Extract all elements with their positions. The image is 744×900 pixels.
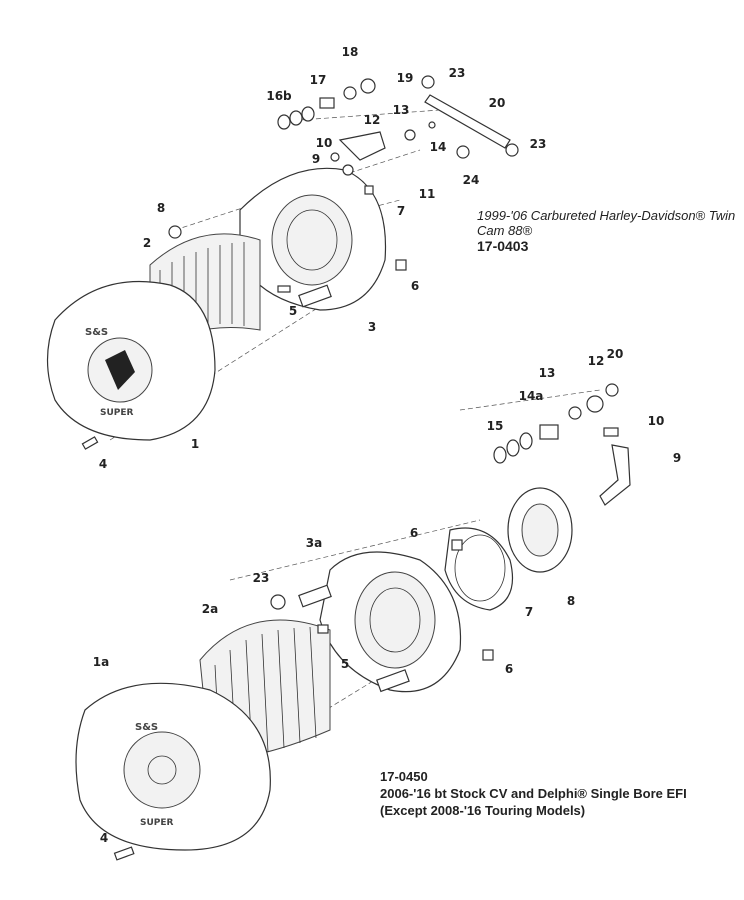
callout: 4 xyxy=(100,831,108,845)
callout: 23 xyxy=(253,571,270,585)
callout: 14 xyxy=(430,140,447,154)
fitting-6 xyxy=(395,259,407,271)
callout: 2a xyxy=(202,602,218,616)
callout: 9 xyxy=(673,451,681,465)
diagram1-callouts: 18 17 19 23 16b 20 13 12 14 23 10 9 11 2… xyxy=(99,45,547,471)
callout: 10 xyxy=(316,136,333,150)
callout: 23 xyxy=(449,66,466,80)
callout: 23 xyxy=(530,137,547,151)
callout: 4 xyxy=(99,457,107,471)
cover-logo-bottom: SUPER xyxy=(100,408,134,418)
screw-4b xyxy=(113,846,135,861)
callout: 14a xyxy=(519,389,544,403)
callout: 3 xyxy=(368,320,376,334)
callout: 24 xyxy=(463,173,480,187)
breather-hose-9 xyxy=(599,444,631,506)
cover-logo-top-1a: S&S xyxy=(135,722,158,733)
callout: 13 xyxy=(393,103,410,117)
callout: 6 xyxy=(505,662,513,676)
callout: 8 xyxy=(567,594,575,608)
callout: 15 xyxy=(487,419,504,433)
callout: 12 xyxy=(364,113,381,127)
callout: 17 xyxy=(310,73,327,87)
diagram2-part-number: 17-0450 xyxy=(380,769,428,784)
callout: 8 xyxy=(157,201,165,215)
fitting-14a xyxy=(539,424,559,440)
fitting-17 xyxy=(319,97,335,109)
callout: 3a xyxy=(306,536,322,550)
air-cleaner-cover-1a: S&S SUPER xyxy=(75,682,271,851)
breather-tube-20 xyxy=(424,94,511,149)
callout: 1a xyxy=(93,655,109,669)
o-rings-16b xyxy=(277,106,315,130)
callout: 7 xyxy=(397,204,405,218)
diagram1-part-number: 17-0403 xyxy=(477,238,529,254)
cover-logo-top: S&S xyxy=(85,327,108,338)
callout: 12 xyxy=(588,354,605,368)
callout: 7 xyxy=(525,605,533,619)
callout: 11 xyxy=(419,187,436,201)
cover-logo-bottom-1a: SUPER xyxy=(140,818,174,828)
o-rings-15 xyxy=(493,432,533,464)
screw-4 xyxy=(81,436,99,450)
diagram2-caption: 17-0450 2006-'16 bt Stock CV and Delphi®… xyxy=(380,768,687,819)
callout: 6 xyxy=(411,279,419,293)
air-cleaner-cover: S&S SUPER xyxy=(46,280,216,441)
callout: 5 xyxy=(341,657,349,671)
screw-5 xyxy=(277,285,291,293)
diagram2-callouts: 20 12 13 14a 15 10 9 6 3a 23 2a 7 8 5 6 … xyxy=(93,347,681,845)
nut-8 xyxy=(168,225,182,239)
callout: 1 xyxy=(191,437,199,451)
diagram2-parts: S&S SUPER xyxy=(75,383,631,861)
diagram1-caption: 1999-'06 Carbureted Harley-Davidson® Twi… xyxy=(477,208,744,254)
fitting-7 xyxy=(364,185,374,195)
bracket-12 xyxy=(338,131,386,161)
callout: 20 xyxy=(607,347,624,361)
callout: 6 xyxy=(410,526,418,540)
callout: 16b xyxy=(266,89,292,103)
callout: 2 xyxy=(143,236,151,250)
callout: 9 xyxy=(312,152,320,166)
callout: 20 xyxy=(489,96,506,110)
callout: 10 xyxy=(648,414,665,428)
callout: 13 xyxy=(539,366,556,380)
callout: 19 xyxy=(397,71,414,85)
diagram2-exception-text: (Except 2008-'16 Touring Models) xyxy=(380,803,586,818)
diagram1-parts: S&S SUPER xyxy=(46,75,519,450)
diagram1-model-text: 1999-'06 Carbureted Harley-Davidson® Twi… xyxy=(477,208,736,238)
callout: 5 xyxy=(289,304,297,318)
nut-23 xyxy=(270,594,286,610)
diagram2-model-text: 2006-'16 bt Stock CV and Delphi® Single … xyxy=(380,786,687,801)
callout: 18 xyxy=(342,45,359,59)
